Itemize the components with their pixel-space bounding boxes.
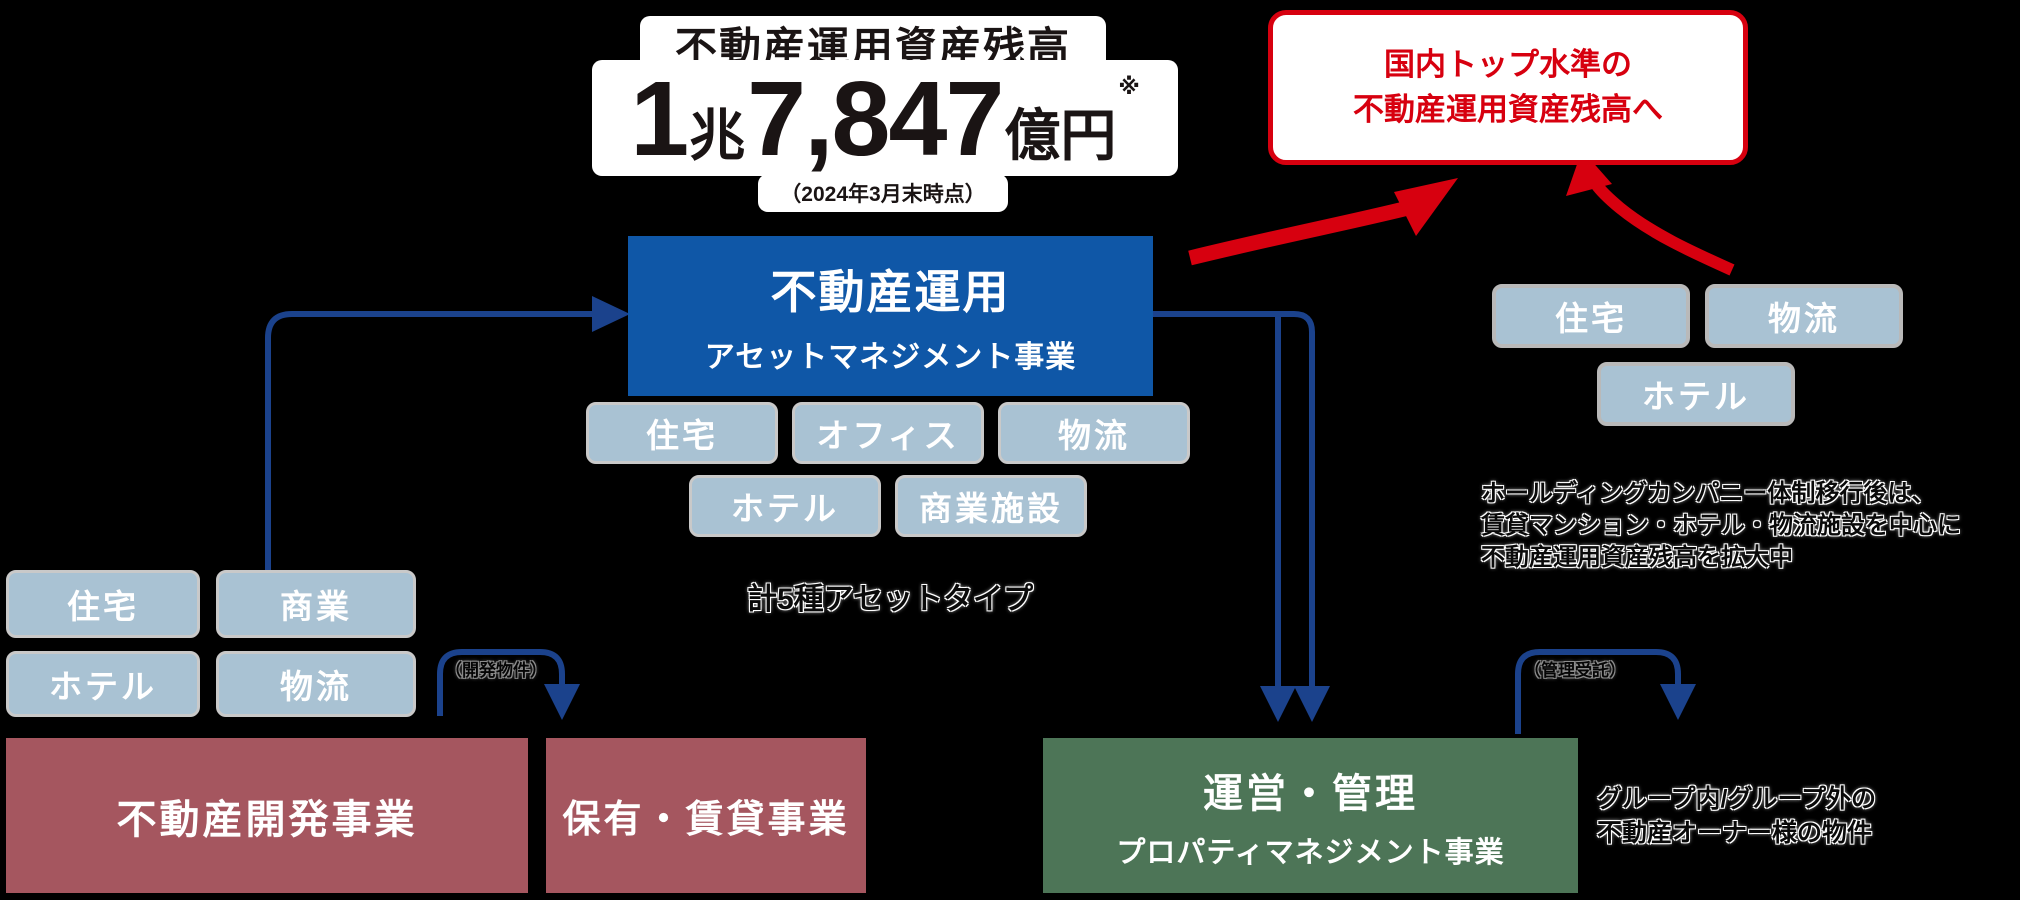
am-asset-chip-logistics: 物流: [998, 402, 1190, 464]
left-asset-chip-logistics: 物流: [216, 651, 416, 717]
aum-amount-int: 1: [630, 59, 689, 178]
navy-arrow-left-assets-to-am: [265, 296, 630, 570]
navy-arrow-am-to-pm-2: [1153, 311, 1330, 722]
right-asset-chip-logistics: 物流: [1705, 284, 1903, 348]
development-business-box: 不動産開発事業: [6, 738, 528, 893]
aum-amount: 1 兆 7,847 億円 ※: [592, 60, 1178, 176]
left-asset-chip-hotel: ホテル: [6, 651, 200, 717]
aum-date-caption: （2024年3月末時点）: [758, 174, 1008, 212]
goal-line1: 国内トップ水準の: [1384, 46, 1632, 82]
navy-arrow-pm-to-external: [1515, 649, 1696, 734]
right-asset-chip-hotel: ホテル: [1597, 362, 1795, 426]
pm-external-label: （管理受託）: [1524, 661, 1626, 680]
property-management-subtitle: プロパティマネジメント事業: [1116, 836, 1505, 869]
aum-amount-note-mark: ※: [1118, 74, 1140, 99]
am-asset-chip-hotel: ホテル: [689, 475, 881, 537]
right-description-line2: 賃貸マンション・ホテル・物流施設を中心に: [1481, 512, 1961, 539]
aum-amount-main: 7,847: [747, 59, 1004, 178]
asset-management-box: 不動産運用 アセットマネジメント事業: [628, 236, 1153, 396]
left-asset-chip-residential: 住宅: [6, 570, 200, 638]
navy-arrow-development-to-holding: [437, 649, 580, 720]
am-asset-chip-retail: 商業施設: [895, 475, 1087, 537]
am-asset-chip-residential: 住宅: [586, 402, 778, 464]
pm-note: グループ内/グループ外の 不動産オーナー様の物件: [1597, 782, 1917, 850]
right-description-line3: 不動産運用資産残高を拡大中: [1481, 544, 1793, 571]
left-asset-chip-commercial: 商業: [216, 570, 416, 638]
aum-amount-unit-okuen: 億円: [1004, 104, 1117, 168]
am-asset-chip-office: オフィス: [792, 402, 984, 464]
holding-leasing-business-label: 保有・賃貸事業: [562, 799, 850, 841]
aum-amount-unit-cho: 兆: [689, 104, 746, 168]
dev-to-holding-label: （開発物件）: [445, 661, 547, 680]
right-assets-description: ホールディングカンパニー体制移行後は、 賃貸マンション・ホテル・物流施設を中心に…: [1481, 478, 2011, 574]
am-asset-count-caption: 計5種アセットタイプ: [746, 583, 1034, 616]
red-arrow-right-assets-to-goal: [1566, 150, 1735, 276]
right-description-line1: ホールディングカンパニー体制移行後は、: [1481, 480, 1936, 507]
property-management-title: 運営・管理: [1203, 771, 1418, 816]
pm-note-line2: 不動産オーナー様の物件: [1597, 819, 1873, 847]
holding-leasing-business-box: 保有・賃貸事業: [546, 738, 866, 893]
right-asset-chip-residential: 住宅: [1492, 284, 1690, 348]
property-management-box: 運営・管理 プロパティマネジメント事業: [1043, 738, 1578, 893]
asset-management-subtitle: アセットマネジメント事業: [704, 341, 1077, 374]
red-arrow-am-to-goal: [1188, 178, 1458, 266]
goal-line2: 不動産運用資産残高へ: [1353, 91, 1663, 127]
navy-arrow-am-to-pm-1: [1260, 316, 1296, 722]
goal-box: 国内トップ水準の 不動産運用資産残高へ: [1268, 10, 1748, 165]
development-business-label: 不動産開発事業: [116, 797, 418, 842]
pm-note-line1: グループ内/グループ外の: [1597, 785, 1876, 813]
asset-management-title: 不動産運用: [770, 266, 1011, 318]
